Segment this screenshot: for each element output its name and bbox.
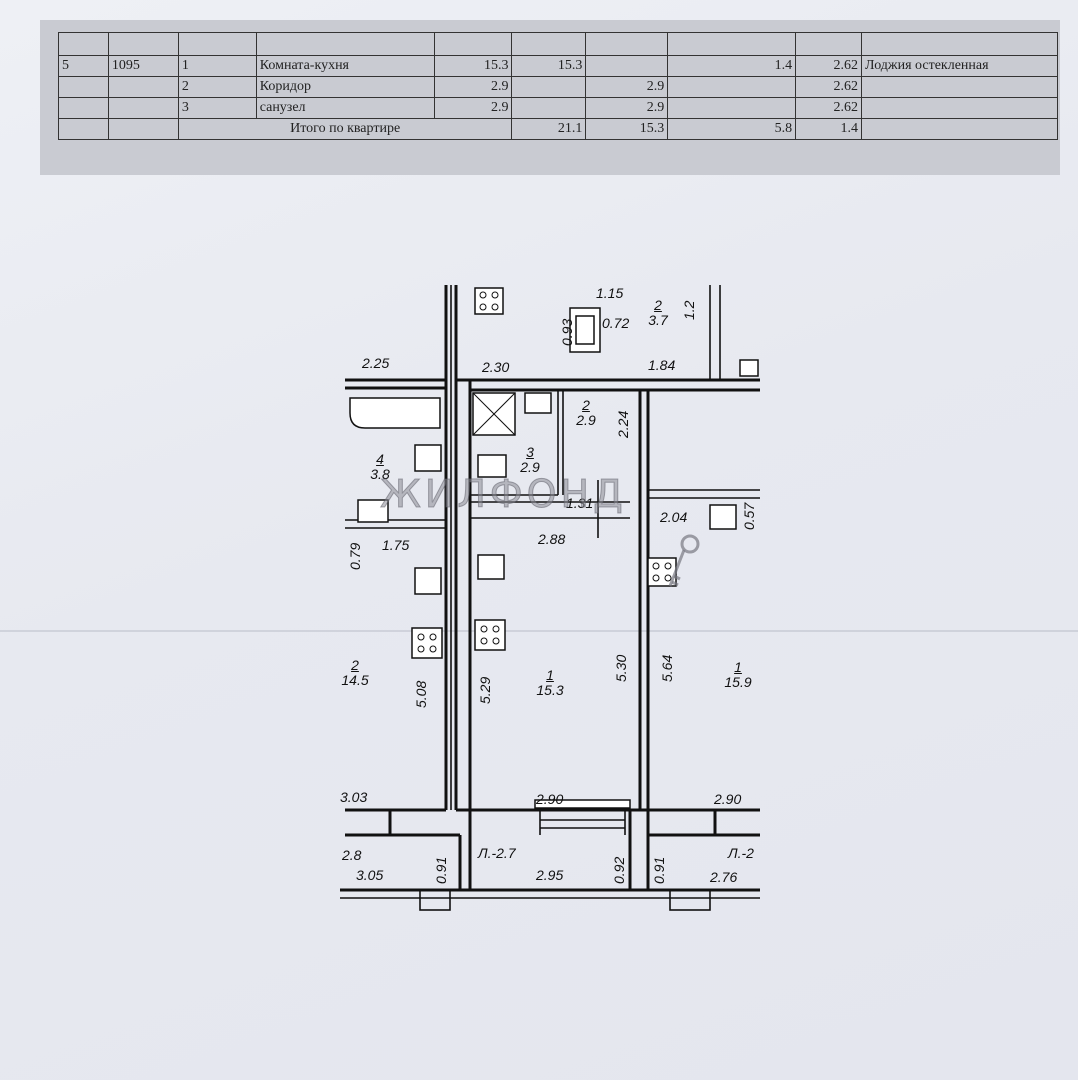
dimension-label: 0.72 — [602, 315, 630, 331]
dimension-label: 0.93 — [559, 318, 575, 346]
explication-table: 5 1095 1 Комната-кухня 15.3 15.3 1.4 2.6… — [58, 32, 1058, 140]
balcony-area-cell — [667, 76, 797, 98]
dimension-label: 2.04 — [660, 509, 688, 525]
floor-plan-drawing — [340, 285, 760, 911]
total-label: Итого по квартире — [177, 118, 513, 140]
dimension-label: 3.05 — [356, 867, 384, 883]
dimension-label: 2.95 — [536, 867, 564, 883]
room-name-cell: санузел — [255, 97, 435, 119]
dimension-label: 0.91 — [651, 856, 667, 884]
aux-area-sum: 5.8 — [667, 118, 797, 140]
dimension-label: 2.25 — [362, 355, 390, 371]
height-cell: 2.62 — [795, 55, 863, 77]
dimension-label: 5.29 — [477, 676, 493, 704]
living-area-cell: 15.3 — [511, 55, 587, 77]
dimension-label: 3.03 — [340, 789, 368, 805]
apartment-cell — [107, 97, 179, 119]
dimension-label: 5.64 — [659, 654, 675, 682]
room-number-cell: 2 — [177, 76, 257, 98]
total-area-sum: 21.1 — [511, 118, 587, 140]
total-area-cell: 2.9 — [433, 97, 513, 119]
dimension-label: 2.76 — [710, 869, 738, 885]
room-number-cell: 3 — [177, 97, 257, 119]
fixtures — [349, 287, 759, 809]
dimension-label: 2.30 — [482, 359, 510, 375]
living-area-sum: 15.3 — [585, 118, 669, 140]
balcony-area-sum: 1.4 — [795, 118, 863, 140]
floor-cell: 5 — [58, 55, 109, 77]
aux-area-cell: 2.9 — [585, 76, 669, 98]
walls — [340, 285, 760, 911]
note-cell — [861, 76, 1058, 98]
total-area-cell: 15.3 — [433, 55, 513, 77]
note-cell — [861, 97, 1058, 119]
dimension-label: Л.-2 — [728, 845, 754, 861]
dimension-label: 1.75 — [382, 537, 410, 553]
dimension-label: 1.15 — [596, 285, 624, 301]
dimension-label: 1.2 — [681, 300, 697, 320]
balcony-area-cell — [667, 97, 797, 119]
height-cell: 2.62 — [795, 76, 863, 98]
dimension-label: 2.24 — [615, 410, 631, 438]
dimension-label: 0.92 — [611, 856, 627, 884]
dimension-label: 1.84 — [648, 357, 676, 373]
table-row: 5 1095 1 Комната-кухня 15.3 15.3 1.4 2.6… — [58, 55, 1058, 77]
apartment-cell — [107, 76, 179, 98]
note-cell: Лоджия остекленная — [861, 55, 1058, 77]
dimension-label: 2.90 — [714, 791, 742, 807]
dimension-label: 5.08 — [413, 680, 429, 708]
floor-cell — [58, 97, 109, 119]
height-cell: 2.62 — [795, 97, 863, 119]
room-name-cell: Коридор — [255, 76, 435, 98]
total-area-cell: 2.9 — [433, 76, 513, 98]
table-header-row — [58, 32, 1058, 56]
dimension-label: 0.57 — [741, 502, 757, 530]
dimension-label: 2.90 — [536, 791, 564, 807]
aux-area-cell: 2.9 — [585, 97, 669, 119]
dimension-label: Л.-2.7 — [478, 845, 516, 861]
living-area-cell — [511, 97, 587, 119]
balcony-area-cell: 1.4 — [667, 55, 797, 77]
dimension-label: 2.8 — [342, 847, 362, 863]
dimension-label: 5.30 — [613, 654, 629, 682]
table-row: 2 Коридор 2.9 2.9 2.62 — [58, 76, 1058, 98]
living-area-cell — [511, 76, 587, 98]
explication-table-scan: 5 1095 1 Комната-кухня 15.3 15.3 1.4 2.6… — [40, 20, 1060, 175]
key-icon — [668, 534, 700, 587]
room-number-cell: 1 — [177, 55, 257, 77]
room-name-cell: Комната-кухня — [255, 55, 435, 77]
paper-fold-horizontal — [0, 630, 1078, 632]
apartment-cell: 1095 — [107, 55, 179, 77]
aux-area-cell — [585, 55, 669, 77]
table-total-row: Итого по квартире 21.1 15.3 5.8 1.4 — [58, 118, 1058, 140]
floor-cell — [58, 76, 109, 98]
dimension-label: 1.31 — [566, 495, 594, 511]
dimension-label: 2.88 — [538, 531, 566, 547]
dimension-label: 0.79 — [347, 542, 363, 570]
dimension-label: 0.91 — [433, 856, 449, 884]
table-row: 3 санузел 2.9 2.9 2.62 — [58, 97, 1058, 119]
watermark-logo: ЖИЛФОНД — [380, 472, 627, 517]
